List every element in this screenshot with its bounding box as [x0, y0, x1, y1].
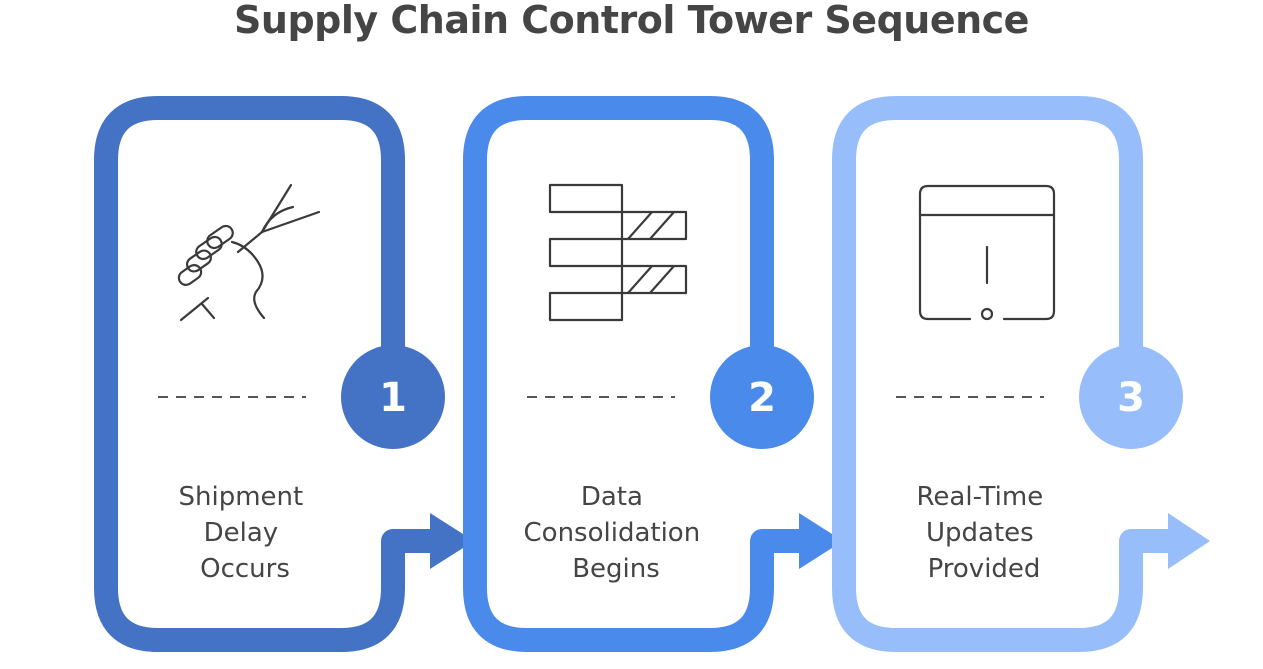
step-2-number: 2 [748, 375, 776, 421]
step-1-number: 1 [379, 375, 407, 421]
step-3-frame [832, 96, 1168, 652]
step-1-label-line-3: Occurs [200, 554, 290, 584]
step-2-frame [463, 96, 799, 652]
step-3-label-line-2: Updates [926, 518, 1034, 548]
step-3-label-line-3: Provided [928, 554, 1041, 584]
step-2-label: Data Consolidation Begins [524, 482, 709, 584]
diagram-title: Supply Chain Control Tower Sequence [234, 0, 1029, 42]
stacked-blocks-icon [548, 183, 688, 322]
step-1-label: Shipment Delay Occurs [179, 482, 312, 584]
browser-alert-icon [918, 184, 1056, 321]
step-1-badge [341, 345, 445, 449]
step-2-arrow-icon [799, 513, 843, 569]
step-3-badge [1079, 345, 1183, 449]
step-3-arrow-icon [1168, 513, 1210, 569]
step-3-label-line-1: Real-Time [917, 482, 1044, 512]
step-1-arrow-icon [430, 513, 474, 569]
step-2-badge [710, 345, 814, 449]
step-3: 3 Real-Time Updates Provided [832, 96, 1210, 652]
step-1-label-line-2: Delay [204, 518, 279, 548]
hand-holding-fork-icon [177, 183, 321, 322]
step-1-frame [94, 96, 430, 652]
step-3-label: Real-Time Updates Provided [917, 482, 1052, 584]
step-1-label-line-1: Shipment [179, 482, 304, 512]
step-3-number: 3 [1117, 375, 1145, 421]
step-2-label-line-3: Begins [572, 554, 660, 584]
step-1: 1 Shipment Delay Occurs [94, 96, 474, 652]
step-2: 2 Data Consolidation Begins [463, 96, 843, 652]
step-2-label-line-1: Data [581, 482, 643, 512]
step-2-label-line-2: Consolidation [524, 518, 701, 548]
